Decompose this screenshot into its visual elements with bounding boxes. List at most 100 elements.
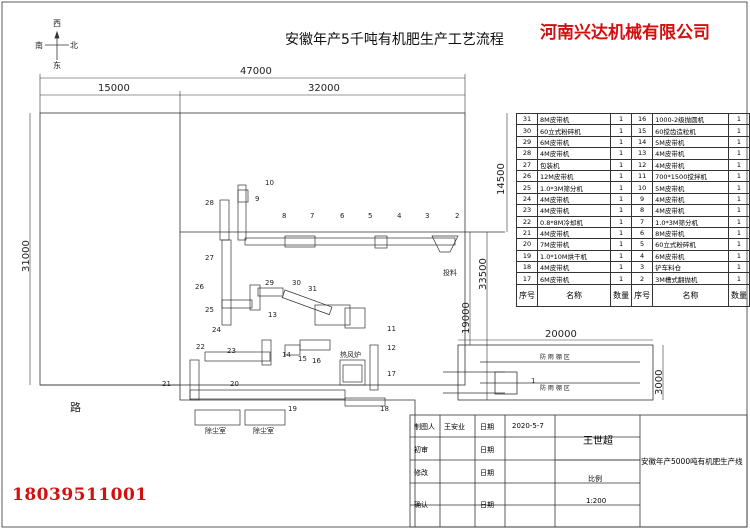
equip-number: 12 — [387, 344, 396, 352]
bom-cell: 4M皮带机 — [652, 147, 729, 160]
conveyor-28 — [219, 199, 230, 241]
dim-left-width: 15000 — [98, 83, 130, 94]
bom-cell: 1 — [610, 192, 633, 206]
equip-number: 11 — [387, 325, 396, 333]
equip-number: 18 — [380, 405, 389, 413]
equip-number: 24 — [212, 326, 221, 334]
equip-number: 4 — [397, 212, 402, 220]
conveyor-17 — [369, 344, 379, 391]
equip-number: 19 — [288, 405, 297, 413]
date-label: 日期 — [480, 423, 494, 431]
equip-number: 16 — [312, 357, 321, 365]
site-boundary — [179, 385, 416, 527]
bom-cell: 1 — [727, 192, 750, 206]
bom-cell: 4M皮带机 — [536, 192, 612, 206]
bom-cell: 4M皮带机 — [652, 192, 729, 206]
equip-number: 22 — [196, 343, 205, 351]
bom-cell: 5M皮带机 — [652, 181, 729, 194]
bom-cell: 1 — [610, 158, 633, 171]
bom-cell: 1 — [727, 238, 750, 251]
bom-cell: 1 — [610, 226, 633, 240]
bom-cell: 1 — [610, 112, 633, 126]
dust-room-1 — [194, 409, 241, 426]
bom-cell: 16 — [631, 112, 654, 126]
compass-south: 南 — [35, 41, 43, 50]
bom-cell: 1 — [610, 181, 633, 194]
bom-cell: 15 — [631, 124, 654, 137]
bom-cell: 1 — [610, 204, 633, 217]
bom-cell: 11 — [631, 169, 654, 183]
bom-cell: 6 — [631, 226, 654, 240]
bom-cell: 26 — [516, 169, 538, 183]
equip-number: 26 — [195, 283, 204, 291]
bom-cell: 23 — [516, 204, 538, 217]
hot-stove-label: 热风炉 — [340, 351, 361, 359]
crusher-5 — [374, 235, 388, 249]
compass-icon — [45, 30, 69, 60]
bom-cell: 31 — [516, 112, 538, 126]
bom-cell: 18 — [516, 261, 538, 274]
bom-cell: 1 — [727, 158, 750, 171]
hot-air-stove — [339, 359, 366, 386]
bom-cell: 8 — [631, 204, 654, 217]
drawn-by-label: 制图人 — [414, 423, 435, 431]
dim-height-total: 31000 — [21, 240, 32, 272]
bom-cell: 1000-2级抛圆机 — [652, 112, 729, 126]
phone-number: 18039511001 — [12, 485, 148, 505]
dim-height-right: 33500 — [478, 258, 489, 290]
dim-shed-width: 20000 — [545, 329, 577, 340]
mixer-11 — [314, 304, 351, 326]
bom-header: 序号名称数量序号名称数量 — [516, 283, 750, 307]
equip-number: 1 — [531, 377, 536, 385]
title-block — [409, 414, 748, 528]
date-label: 日期 — [480, 469, 494, 477]
bom-cell: 铲车料仓 — [652, 261, 729, 274]
bom-cell: 60立式粉碎机 — [536, 124, 612, 137]
bom-header-cell: 数量 — [727, 283, 750, 307]
bom-cell: 8M皮带机 — [652, 226, 729, 240]
bom-cell: 60立式粉碎机 — [652, 238, 729, 251]
bom-header-cell: 序号 — [516, 283, 538, 307]
building-outline — [39, 112, 466, 386]
compass-east: 东 — [53, 61, 61, 70]
bom-cell: 1 — [727, 147, 750, 160]
date-value: 2020-5-7 — [512, 422, 544, 430]
bom-cell: 1 — [727, 181, 750, 194]
drawing-title: 安徽年产5千吨有机肥生产工艺流程 — [285, 32, 504, 48]
bom-cell: 1 — [727, 124, 750, 137]
bom-cell: 9 — [631, 192, 654, 206]
review-label: 初审 — [414, 446, 428, 454]
shed-text: 防 雨 棚 区 — [540, 354, 570, 361]
equip-number: 30 — [292, 279, 301, 287]
bom-cell: 25 — [516, 181, 538, 194]
bom-cell: 1 — [727, 215, 750, 228]
bom-cell: 5M皮带机 — [652, 135, 729, 149]
bom-header-cell: 名称 — [536, 283, 612, 307]
dust-room-label: 除尘室 — [253, 427, 274, 435]
bom-cell: 4 — [631, 249, 654, 263]
project-name: 安徽年产5000吨有机肥生产线 — [641, 457, 743, 466]
bom-cell: 1.0*10M烘干机 — [536, 249, 612, 263]
bom-cell: 24 — [516, 192, 538, 206]
equip-number: 7 — [310, 212, 315, 220]
bom-cell: 1.0*3M筛分机 — [652, 215, 729, 228]
bom-cell: 10 — [631, 181, 654, 194]
compass-north: 北 — [70, 41, 78, 50]
bom-header-cell: 序号 — [631, 283, 654, 307]
signer-name: 王世超 — [583, 436, 613, 447]
conveyor-26 — [249, 284, 261, 311]
bom-cell: 12 — [631, 158, 654, 171]
bom-cell: 30 — [516, 124, 538, 137]
feed-label: 投料 — [443, 269, 457, 277]
road-label: 路 — [70, 401, 81, 414]
bom-cell: 21 — [516, 226, 538, 240]
bom-header-cell: 数量 — [610, 283, 633, 307]
bom-cell: 2 — [631, 272, 654, 285]
